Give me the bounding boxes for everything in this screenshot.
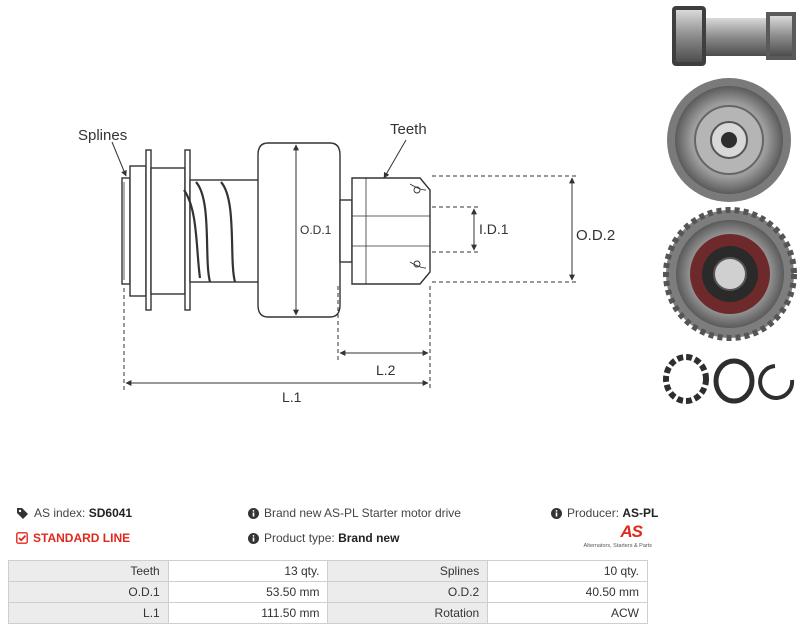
spec-label: O.D.1 [8, 581, 169, 603]
tag-icon [16, 507, 29, 519]
product-type: Product type: Brand new [248, 531, 399, 545]
photo-gear-view [663, 207, 797, 341]
producer: Producer: AS-PL [551, 506, 658, 520]
info-icon [248, 507, 259, 519]
standard-line: STANDARD LINE [16, 531, 130, 545]
check-square-icon [16, 532, 28, 544]
producer-label: Producer: [567, 506, 620, 520]
drive-outline [121, 142, 431, 318]
spec-label: Splines [327, 560, 489, 582]
as-index-label: AS index: [34, 506, 86, 520]
info-icon [248, 532, 259, 544]
spec-value: 111.50 mm [167, 602, 329, 624]
spec-value: 40.50 mm [487, 581, 648, 603]
label-od1: O.D.1 [300, 223, 332, 237]
label-splines: Splines [78, 127, 127, 144]
label-od2: O.D.2 [576, 227, 615, 244]
spec-label: Teeth [8, 560, 169, 582]
specs-table: Teeth 13 qty. Splines 10 qty. O.D.1 53.5… [8, 560, 648, 624]
technical-drawing: Splines Teeth O.D.1 I.D.1 O.D.2 L.2 L.1 [78, 121, 615, 405]
as-index-value: SD6041 [88, 506, 133, 520]
product-type-value: Brand new [338, 531, 400, 545]
info-icon [551, 507, 562, 519]
as-index: AS index: SD6041 [16, 506, 132, 520]
description-text: Brand new AS-PL Starter motor drive [264, 506, 461, 520]
photo-side-view [672, 6, 796, 66]
table-row: Teeth 13 qty. Splines 10 qty. [8, 560, 648, 582]
label-id1: I.D.1 [479, 221, 509, 237]
spec-value: 13 qty. [167, 560, 329, 582]
product-photos [663, 6, 797, 404]
spec-value: 10 qty. [487, 560, 648, 582]
spec-value: ACW [487, 602, 648, 624]
photo-front-view [667, 78, 791, 202]
brand-logo: AS Alternators, Starters & Parts [584, 520, 654, 554]
product-type-label: Product type: [264, 531, 335, 545]
spec-label: L.1 [8, 602, 169, 624]
spec-label: Rotation [327, 602, 489, 624]
description: Brand new AS-PL Starter motor drive [248, 506, 461, 520]
logo-mark: AS [620, 522, 643, 541]
label-l1: L.1 [282, 389, 302, 405]
spec-label: O.D.2 [327, 581, 489, 603]
label-l2: L.2 [376, 362, 396, 378]
label-teeth: Teeth [390, 121, 427, 138]
table-row: O.D.1 53.50 mm O.D.2 40.50 mm [8, 581, 648, 603]
producer-value: AS-PL [622, 506, 659, 520]
dimension-lines [111, 139, 578, 390]
standard-line-text: STANDARD LINE [33, 531, 131, 545]
table-row: L.1 111.50 mm Rotation ACW [8, 602, 648, 624]
spec-value: 53.50 mm [167, 581, 329, 603]
photo-spring-rings [663, 354, 795, 404]
logo-tagline: Alternators, Starters & Parts [583, 543, 652, 549]
